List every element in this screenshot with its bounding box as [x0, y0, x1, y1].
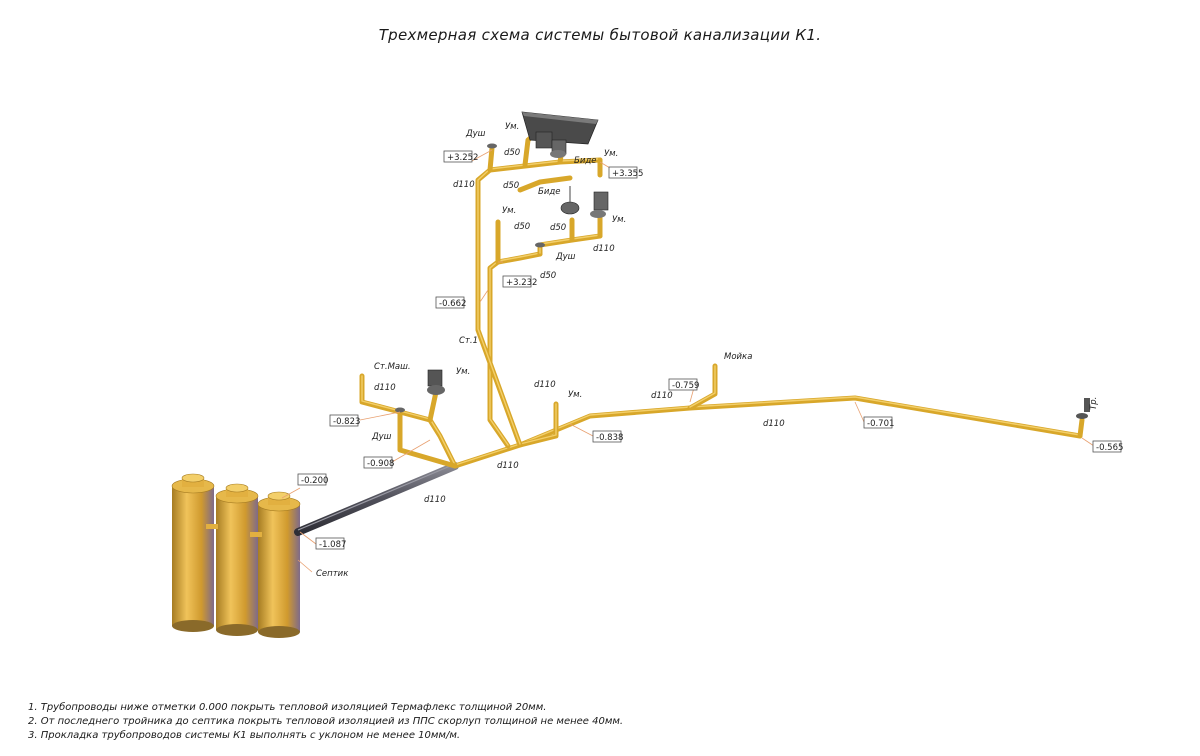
elevation-3232: +3.232 — [506, 278, 537, 288]
septic-tank-1 — [171, 473, 215, 632]
label-st1: Ст.1 — [459, 336, 478, 346]
note-3: 3. Прокладка трубопроводов системы К1 вы… — [28, 730, 461, 741]
elevation-box: -0.838 — [592, 430, 623, 443]
label-d50-e: d50 — [540, 271, 556, 281]
elevation-0759: -0.759 — [672, 381, 699, 391]
elevation-box: -0.701 — [863, 416, 894, 429]
shower-drain-icon — [487, 143, 497, 149]
elevation-3252: +3.252 — [447, 153, 478, 163]
label-d110-center: d110 — [497, 461, 519, 471]
septic-tank-3 — [250, 491, 301, 638]
label-moika: Мойка — [724, 352, 752, 362]
label-bide-top: Биде — [574, 156, 596, 166]
septic-tanks — [171, 473, 301, 638]
label-dush-left: Душ — [371, 432, 392, 442]
label-d110-riser: d110 — [453, 180, 475, 190]
label-d50-d: d50 — [550, 223, 566, 233]
label-um-top: Ум. — [505, 122, 519, 132]
elevation-0662: -0.662 — [439, 299, 466, 309]
elevation-box: +3.232 — [502, 275, 537, 288]
label-d110-right: d110 — [763, 419, 785, 429]
label-d110-st: d110 — [534, 380, 556, 390]
label-dush-top: Душ — [465, 129, 486, 139]
elevation-box: -1.087 — [315, 537, 346, 550]
elevation-0701: -0.701 — [867, 419, 894, 429]
label-um-left: Ум. — [456, 367, 470, 377]
leader-lines — [281, 149, 1095, 573]
shower-drain-icon-mid — [535, 242, 545, 248]
label-um-mid2: Ум. — [612, 215, 626, 225]
bathtub-icon — [521, 111, 599, 145]
notes-list: 1. Трубопроводы ниже отметки 0.000 покры… — [28, 701, 623, 743]
label-dush-mid: Душ — [555, 252, 576, 262]
label-d110-left: d110 — [374, 383, 396, 393]
floor-trap-icon — [1076, 398, 1090, 419]
septic-tank-2 — [206, 483, 259, 636]
elevation-box: -0.565 — [1092, 440, 1123, 453]
label-d110-kitchen: d110 — [651, 391, 673, 401]
shower-drain-icon-left — [395, 407, 405, 413]
elevation-0908: -0.908 — [367, 459, 394, 469]
label-um-center: Ум. — [568, 390, 582, 400]
toilet-icon-mid — [590, 191, 609, 218]
note-2: 2. От последнего тройника до септика пок… — [28, 716, 624, 727]
fixtures — [395, 111, 1090, 419]
toilet-icon-left — [427, 369, 445, 395]
label-d50-c: d50 — [514, 222, 530, 232]
elevation-box: -0.759 — [668, 378, 699, 391]
elevation-box: +3.355 — [608, 166, 643, 179]
label-um-mid: Ум. — [502, 206, 516, 216]
label-d110-low: d110 — [424, 495, 446, 505]
elevation-0838: -0.838 — [596, 433, 623, 443]
bidet-icon — [560, 186, 580, 215]
elevation-0823: -0.823 — [333, 417, 360, 427]
elevation-box: +3.252 — [443, 150, 478, 163]
label-d50-a: d50 — [504, 148, 520, 158]
elevation-box: -0.200 — [297, 473, 328, 486]
diagram-title: Трехмерная схема системы бытовой канализ… — [378, 26, 822, 44]
elevation-box: -0.908 — [363, 456, 394, 469]
label-d110-mid: d110 — [593, 244, 615, 254]
elevation-0200: -0.200 — [301, 476, 328, 486]
label-d50-b: d50 — [503, 181, 519, 191]
elevation-0565: -0.565 — [1096, 443, 1123, 453]
label-trap-right: Тр. — [1089, 397, 1099, 410]
insulated-outlet-pipe — [294, 462, 459, 536]
label-bide-mid: Биде — [538, 187, 560, 197]
elevation-1087: -1.087 — [319, 540, 346, 550]
elevation-box: -0.662 — [435, 296, 466, 309]
note-1: 1. Трубопроводы ниже отметки 0.000 покры… — [28, 702, 547, 713]
washbasin-icon — [535, 131, 553, 149]
elevation-3355: +3.355 — [612, 169, 643, 179]
elevation-box: -0.823 — [329, 414, 360, 427]
elevation-marks: +3.252 +3.355 +3.232 -0.662 -0.823 -0.90… — [297, 150, 1123, 550]
label-st-mash: Ст.Маш. — [374, 362, 411, 372]
label-um-top2: Ум. — [604, 149, 618, 159]
label-septik: Септик — [316, 569, 349, 579]
pipe-labels: Душ Ум. d50 Биде Ум. d110 d50 Биде Ум. У… — [316, 122, 1099, 579]
toilet-icon — [550, 139, 567, 158]
